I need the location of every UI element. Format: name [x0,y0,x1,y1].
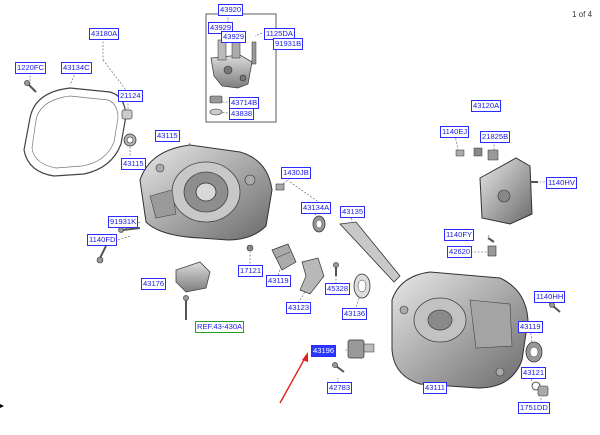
gasket-43136 [353,273,371,299]
sensor-42620 [487,245,497,257]
shift-rod-43135 [339,221,401,283]
part-label-43134c[interactable]: 43134C [61,62,92,74]
part-label-43123[interactable]: 43123 [286,302,312,314]
bolt-45328 [333,262,339,276]
part-label-43134a[interactable]: 43134A [301,202,332,214]
part-label-43136[interactable]: 43136 [342,308,368,320]
part-label-91931b[interactable]: 91931B [273,38,304,50]
bracket-43123 [299,257,325,295]
part-label-45328[interactable]: 45328 [325,283,351,295]
bearing-17121 [246,244,254,252]
shift-lever-assembly [209,39,257,116]
transmission-gasket [23,87,127,177]
part-label-43920[interactable]: 43920 [218,4,244,16]
part-label-1140hh[interactable]: 1140HH [534,291,566,303]
oil-guide-43119 [271,243,297,271]
edge-marker-icon [0,404,4,408]
part-label-1220fc[interactable]: 1220FC [15,62,47,74]
transmission-case [391,271,529,389]
plug-1430jb [275,183,285,191]
switch-43196 [347,339,375,359]
part-label-17121[interactable]: 17121 [238,265,264,277]
part-label-43135[interactable]: 43135 [340,206,366,218]
part-label-43176[interactable]: 43176 [141,278,167,290]
part-label-43929-a[interactable]: 43929 [208,22,234,34]
page-indicator: 1 of 4 [572,10,593,19]
part-label-43115-seal[interactable]: 43115 [121,158,146,170]
clutch-housing [139,144,273,241]
part-label-21124[interactable]: 21124 [118,90,143,102]
part-label-1140hv[interactable]: 1140HV [546,177,577,189]
bolt-42783 [332,362,345,373]
part-label-43180a[interactable]: 43180A [89,28,120,40]
bushing-21124 [121,109,133,120]
oil-seal-right [525,341,543,363]
part-label-91931k[interactable]: 91931K [108,216,139,228]
plug-1751dd [537,385,549,397]
red-pointer-arrow [279,352,308,404]
bolt-1220fc [24,80,37,93]
part-label-1140fd[interactable]: 1140FD [87,234,118,246]
part-label-1140ej[interactable]: 1140EJ [440,126,470,138]
part-label-43838[interactable]: 43838 [229,108,255,120]
bolt-1140hh [549,302,561,313]
part-label-42783[interactable]: 42783 [327,382,353,394]
part-label-43115-top[interactable]: 43115 [155,130,180,142]
bolt-ref-43-430a [183,295,189,320]
part-label-43119-right[interactable]: 43119 [518,321,543,333]
bolt-91931k [118,227,141,233]
mounting-bracket-43120a [455,147,538,225]
part-label-1140fy[interactable]: 1140FY [444,229,475,241]
part-label-43119-left[interactable]: 43119 [266,275,291,287]
part-label-42620[interactable]: 42620 [447,246,473,258]
seal-43134a [312,215,326,233]
part-label-21825b[interactable]: 21825B [480,131,511,143]
bolt-1140fy [487,237,495,243]
bolt-1140fd [96,245,107,264]
magnet-43176 [175,261,211,293]
part-label-1751dd[interactable]: 1751DD [518,402,550,414]
part-label-43111[interactable]: 43111 [423,382,447,394]
part-label-1125da[interactable]: 1125DA [264,28,295,40]
part-label-1430jb[interactable]: 1430JB [281,167,311,179]
ref-link-43-430a[interactable]: REF.43-430A [195,321,245,333]
part-label-43120a[interactable]: 43120A [471,100,502,112]
part-label-43929-b[interactable]: 43929 [221,31,247,43]
part-label-43121[interactable]: 43121 [521,367,547,379]
part-label-43196-highlighted[interactable]: 43196 [311,345,337,357]
